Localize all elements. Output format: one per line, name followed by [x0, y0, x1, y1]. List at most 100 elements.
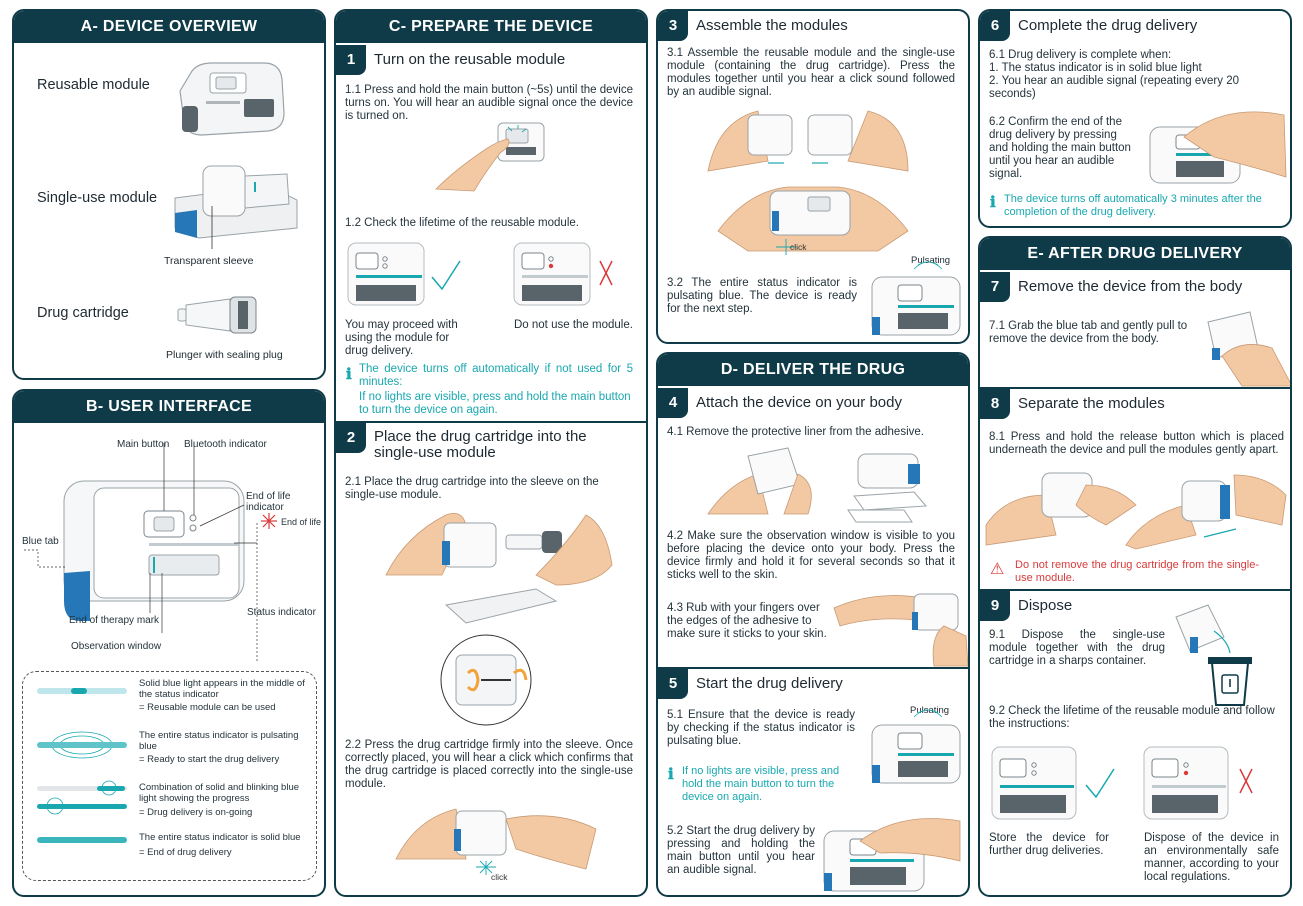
legend-meaning: = Reusable module can be used	[139, 702, 276, 713]
label-reusable-module: Reusable module	[37, 77, 150, 93]
single-use-module-illustration	[174, 165, 298, 239]
label-drug-cartridge: Drug cartridge	[37, 305, 129, 321]
label-bluetooth-indicator: Bluetooth indicator	[184, 439, 267, 450]
step-title: Attach the device on your body	[696, 394, 902, 411]
step-text: 7.1 Grab the blue tab and gently pull to…	[989, 320, 1188, 345]
step-number: 9	[980, 591, 1010, 621]
step-title: Start the drug delivery	[696, 675, 843, 692]
step-title: Complete the drug delivery	[1018, 17, 1198, 34]
no-text: Dispose of the device in an environmenta…	[1144, 832, 1279, 883]
legend-solid-middle	[37, 688, 127, 694]
label-end-of-therapy: End of therapy mark	[69, 615, 160, 626]
remove-device-illustration	[1207, 311, 1290, 387]
press-cartridge-illustration	[395, 808, 597, 875]
label-end-of-life: End of life	[281, 517, 322, 527]
step-title: Dispose	[1018, 597, 1073, 614]
status-legend-box: Solid blue light appears in the middle o…	[22, 671, 317, 881]
no-text: Do not use the module.	[514, 319, 633, 331]
lifetime-end-illustration	[513, 242, 613, 306]
step-text: 1.2 Check the lifetime of the reusable m…	[345, 217, 579, 229]
ok-text: You may proceed with using the module fo…	[345, 319, 458, 357]
step-text: 9.1 Dispose the single-use module togeth…	[989, 629, 1165, 667]
remove-liner-illustration	[707, 447, 928, 523]
panel-user-interface: B- USER INTERFACE Main button Bluetooth …	[12, 389, 326, 897]
info-note: If no lights are visible, press and hold…	[359, 391, 631, 416]
step-4: 4 Attach the device on your body 4.1 Rem…	[658, 386, 968, 667]
panel-title: E- AFTER DRUG DELIVERY	[980, 238, 1290, 270]
assemble-modules-illustration	[707, 110, 909, 255]
step-number: 7	[980, 272, 1010, 302]
step-text: 2.1 Place the drug cartridge into the sl…	[345, 476, 599, 501]
step-text: 6.2 Confirm the end of the drug delivery…	[989, 116, 1131, 180]
lifetime-ok-illustration	[991, 746, 1115, 820]
step-title: Place the drug cartridge into the single…	[374, 428, 587, 461]
label-plunger: Plunger with sealing plug	[166, 349, 283, 361]
step-text: 6.1 Drug delivery is complete when:	[989, 49, 1172, 61]
step-text: 2. You hear an audible signal (repeating…	[989, 75, 1239, 100]
legend-desc: Combination of solid and blinking blue l…	[139, 782, 300, 804]
step-title: Separate the modules	[1018, 395, 1165, 412]
step-number: 3	[658, 11, 688, 41]
panel-after-delivery: E- AFTER DRUG DELIVERY 7 Remove the devi…	[978, 236, 1292, 897]
step-2: 2 Place the drug cartridge into the sing…	[336, 421, 646, 895]
legend-desc: The entire status indicator is pulsating…	[139, 730, 299, 752]
legend-progress	[37, 780, 127, 815]
step-5: 5 Start the drug delivery 5.1 Ensure tha…	[658, 667, 968, 895]
separate-modules-illustration	[985, 472, 1287, 550]
panel-title: B- USER INTERFACE	[14, 391, 324, 423]
insert-cartridge-illustration	[385, 512, 613, 726]
panel-device-overview: A- DEVICE OVERVIEW Reusable module Singl…	[12, 9, 326, 380]
lifetime-end-illustration	[1143, 746, 1253, 820]
step-text: 3.1 Assemble the reusable module and the…	[667, 47, 955, 98]
legend-desc: The entire status indicator is solid blu…	[139, 832, 301, 843]
step-text: 4.3 Rub with your fingers over the edges…	[667, 602, 827, 640]
step-text: 2.2 Press the drug cartridge firmly into…	[345, 739, 633, 790]
step-text: 4.1 Remove the protective liner from the…	[667, 426, 924, 438]
label-end-of-life-indicator: End of life indicator	[246, 491, 291, 513]
label-blue-tab: Blue tab	[22, 536, 59, 547]
rub-adhesive-illustration	[833, 593, 968, 667]
step-title: Turn on the reusable module	[374, 51, 566, 68]
info-note: If no lights are visible, press and hold…	[682, 765, 840, 803]
info-icon: ℹ	[346, 366, 352, 383]
info-icon: ℹ	[990, 194, 996, 211]
info-note: The device turns off automatically 3 min…	[1004, 193, 1262, 218]
step-number: 2	[336, 423, 366, 453]
step-number: 8	[980, 389, 1010, 419]
step-number: 4	[658, 388, 688, 418]
lifetime-ok-illustration	[347, 242, 461, 306]
step-title: Remove the device from the body	[1018, 278, 1243, 295]
drug-cartridge-illustration	[177, 296, 257, 334]
info-icon: ℹ	[668, 766, 674, 783]
step-8: 8 Separate the modules 8.1 Press and hol…	[980, 387, 1290, 589]
step-number: 6	[980, 11, 1010, 41]
reusable-module-illustration	[179, 62, 285, 136]
label-single-use-module: Single-use module	[37, 190, 158, 206]
panel-prepare-device: C- PREPARE THE DEVICE 1 Turn on the reus…	[334, 9, 648, 897]
label-main-button: Main button	[117, 439, 170, 450]
warning-icon: ⚠	[990, 561, 1005, 578]
step-text: 1.1 Press and hold the main button (~5s)…	[345, 84, 633, 122]
step-text: 3.2 The entire status indicator is pulsa…	[667, 277, 857, 315]
click-label: click	[491, 872, 508, 882]
warning-text: Do not remove the drug cartridge from th…	[1015, 559, 1259, 584]
step-title: Assemble the modules	[696, 17, 848, 34]
label-observation-window: Observation window	[71, 641, 162, 652]
sleeve-pointer	[211, 206, 213, 249]
step-number: 5	[658, 669, 688, 699]
step-text: 5.2 Start the drug delivery by pressing …	[667, 825, 815, 876]
pulsating-device-illustration	[871, 709, 961, 784]
panel-deliver-drug: D- DELIVER THE DRUG 4 Attach the device …	[656, 352, 970, 897]
legend-desc: Solid blue light appears in the middle o…	[139, 678, 305, 700]
panel-title: D- DELIVER THE DRUG	[658, 354, 968, 386]
step-9: 9 Dispose 9.1 Dispose the single-use mod…	[980, 589, 1290, 895]
click-label: click	[790, 242, 807, 252]
pulsating-label: Pulsating	[911, 255, 951, 266]
confirm-end-illustration	[1149, 111, 1287, 184]
ok-text: Store the device for further drug delive…	[989, 832, 1109, 857]
label-status-indicator: Status indicator	[247, 607, 316, 618]
info-note: The device turns off automatically if no…	[359, 363, 633, 388]
step-1: 1 Turn on the reusable module 1.1 Press …	[336, 43, 646, 421]
panel-title: C- PREPARE THE DEVICE	[336, 11, 646, 43]
step-text: 8.1 Press and hold the release button wh…	[989, 431, 1284, 456]
